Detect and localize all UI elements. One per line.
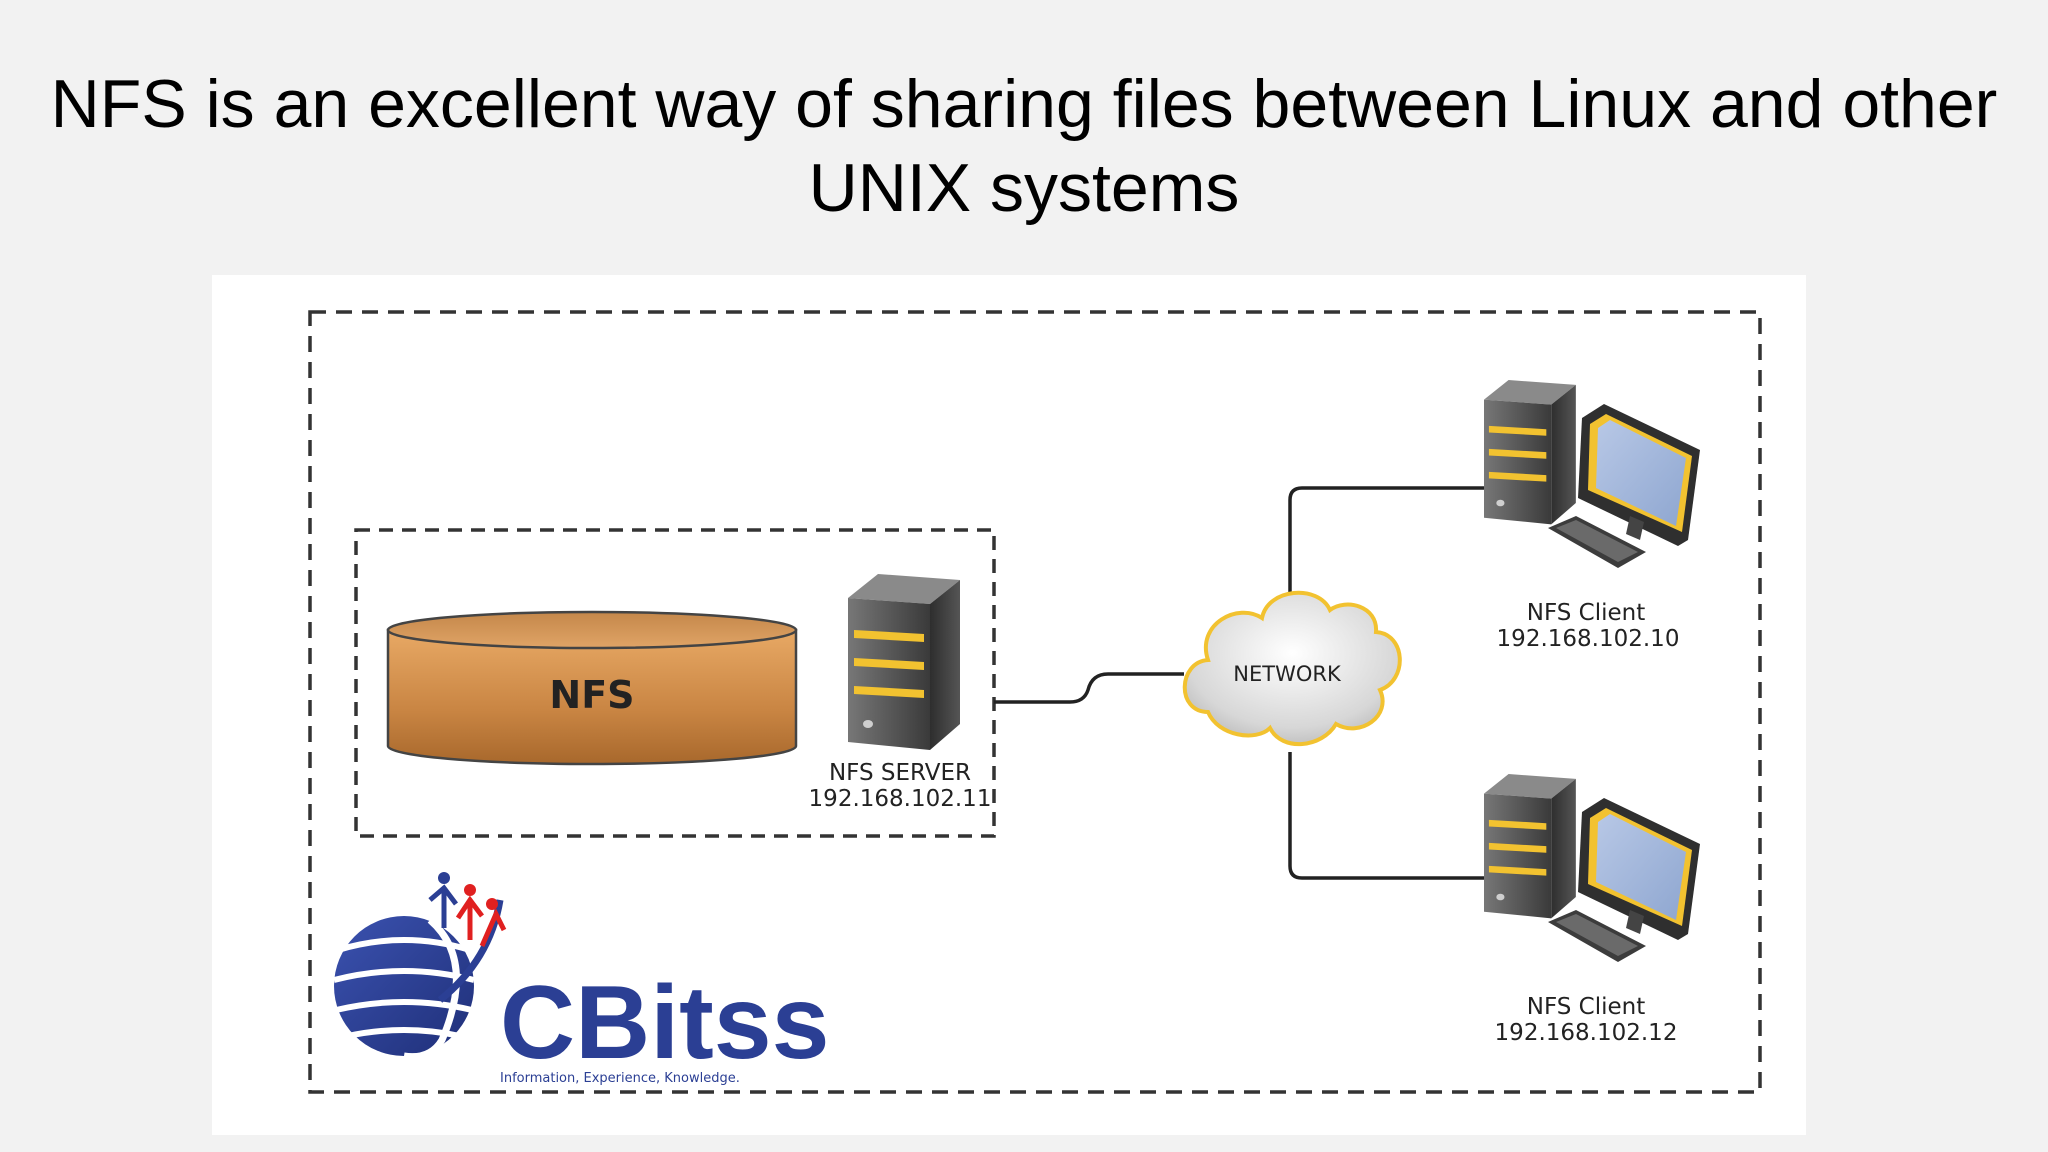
server-boundary xyxy=(354,528,996,838)
logo-tagline: Information, Experience, Knowledge. xyxy=(500,1071,740,1086)
client-1-workstation-icon xyxy=(1484,380,1700,568)
title-line-1: NFS is an excellent way of sharing files… xyxy=(50,66,1998,142)
server-tower-icon xyxy=(848,574,960,750)
client-2-workstation-icon xyxy=(1484,774,1700,962)
link-server-network xyxy=(994,672,1184,704)
logo-wordmark: CBitss xyxy=(500,965,829,1081)
link-network-client-1 xyxy=(1288,486,1488,596)
storage-label: NFS xyxy=(549,673,634,717)
network-cloud-icon: NETWORK xyxy=(1182,590,1402,746)
logo-name: CBitss xyxy=(500,965,829,1081)
cbitss-logo: CBitss Information, Experience, Knowledg… xyxy=(333,872,829,1086)
server-name: NFS SERVER xyxy=(829,760,971,786)
people-icon xyxy=(428,872,507,948)
client-2-name: NFS Client xyxy=(1527,994,1646,1020)
client-1-name: NFS Client xyxy=(1527,600,1646,626)
outer-boundary xyxy=(308,310,1762,1094)
link-network-client-2 xyxy=(1288,752,1488,880)
client-2-ip: 192.168.102.12 xyxy=(1495,1020,1678,1046)
network-label: NETWORK xyxy=(1233,662,1342,686)
title-line-2: UNIX systems xyxy=(808,150,1240,226)
nfs-storage-cylinder: NFS xyxy=(386,610,798,766)
server-ip: 192.168.102.11 xyxy=(809,786,992,812)
client-1-ip: 192.168.102.10 xyxy=(1497,626,1680,652)
page-title: NFS is an excellent way of sharing files… xyxy=(0,62,2048,230)
globe-icon xyxy=(333,916,475,1061)
